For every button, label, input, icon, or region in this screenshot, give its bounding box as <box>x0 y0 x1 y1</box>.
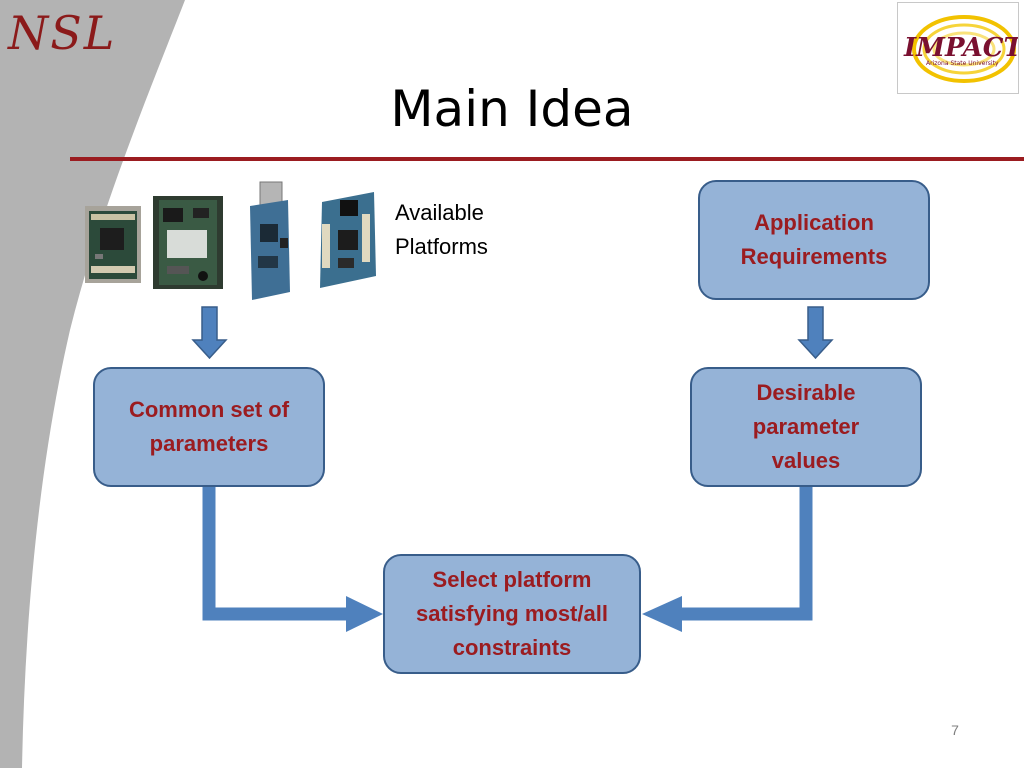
platform-board-4-image <box>320 192 376 288</box>
box-text-line: Desirable <box>756 380 856 405</box>
common-parameters-box: Common set of parameters <box>93 367 325 487</box>
caption-line: Platforms <box>395 234 488 259</box>
title-rule <box>70 157 1024 161</box>
box-text-line: parameter <box>752 414 860 439</box>
box-text-line: parameters <box>149 431 269 456</box>
slide-title: Main Idea <box>390 80 634 138</box>
arrow-requirements-down <box>797 306 834 360</box>
application-requirements-box: Application Requirements <box>698 180 930 300</box>
platform-board-2-image <box>153 196 223 289</box>
arrow-right-elbow <box>677 487 813 621</box>
box-text-line: Common set of <box>128 397 290 422</box>
arrow-platforms-down <box>191 306 228 360</box>
box-text-line: satisfying most/all <box>416 601 608 626</box>
box-text-line: Application <box>754 210 874 235</box>
sidebar-swoosh <box>0 0 185 768</box>
platform-board-1-image <box>85 206 141 283</box>
impact-swirl-icon <box>912 15 1016 83</box>
arrow-left-elbow <box>202 487 352 621</box>
box-text-line: values <box>771 448 841 473</box>
impact-logo: IMPACT Arizona State University <box>897 2 1019 94</box>
page-number: 7 <box>951 722 959 738</box>
impact-logo-subtitle: Arizona State University <box>926 60 999 67</box>
caption-line: Available <box>395 200 484 225</box>
nsl-logo: NSL <box>8 6 117 60</box>
box-text-line: constraints <box>452 635 572 660</box>
platform-board-3-image <box>250 181 290 300</box>
platforms-caption: Available Platforms <box>395 196 488 264</box>
arrow-left-head <box>346 596 383 632</box>
box-text-line: Requirements <box>740 244 888 269</box>
select-platform-box: Select platform satisfying most/all cons… <box>383 554 641 674</box>
impact-logo-text: IMPACT <box>904 33 1019 63</box>
box-text-line: Select platform <box>432 567 592 592</box>
desirable-values-box: Desirable parameter values <box>690 367 922 487</box>
arrow-right-head <box>642 596 682 632</box>
